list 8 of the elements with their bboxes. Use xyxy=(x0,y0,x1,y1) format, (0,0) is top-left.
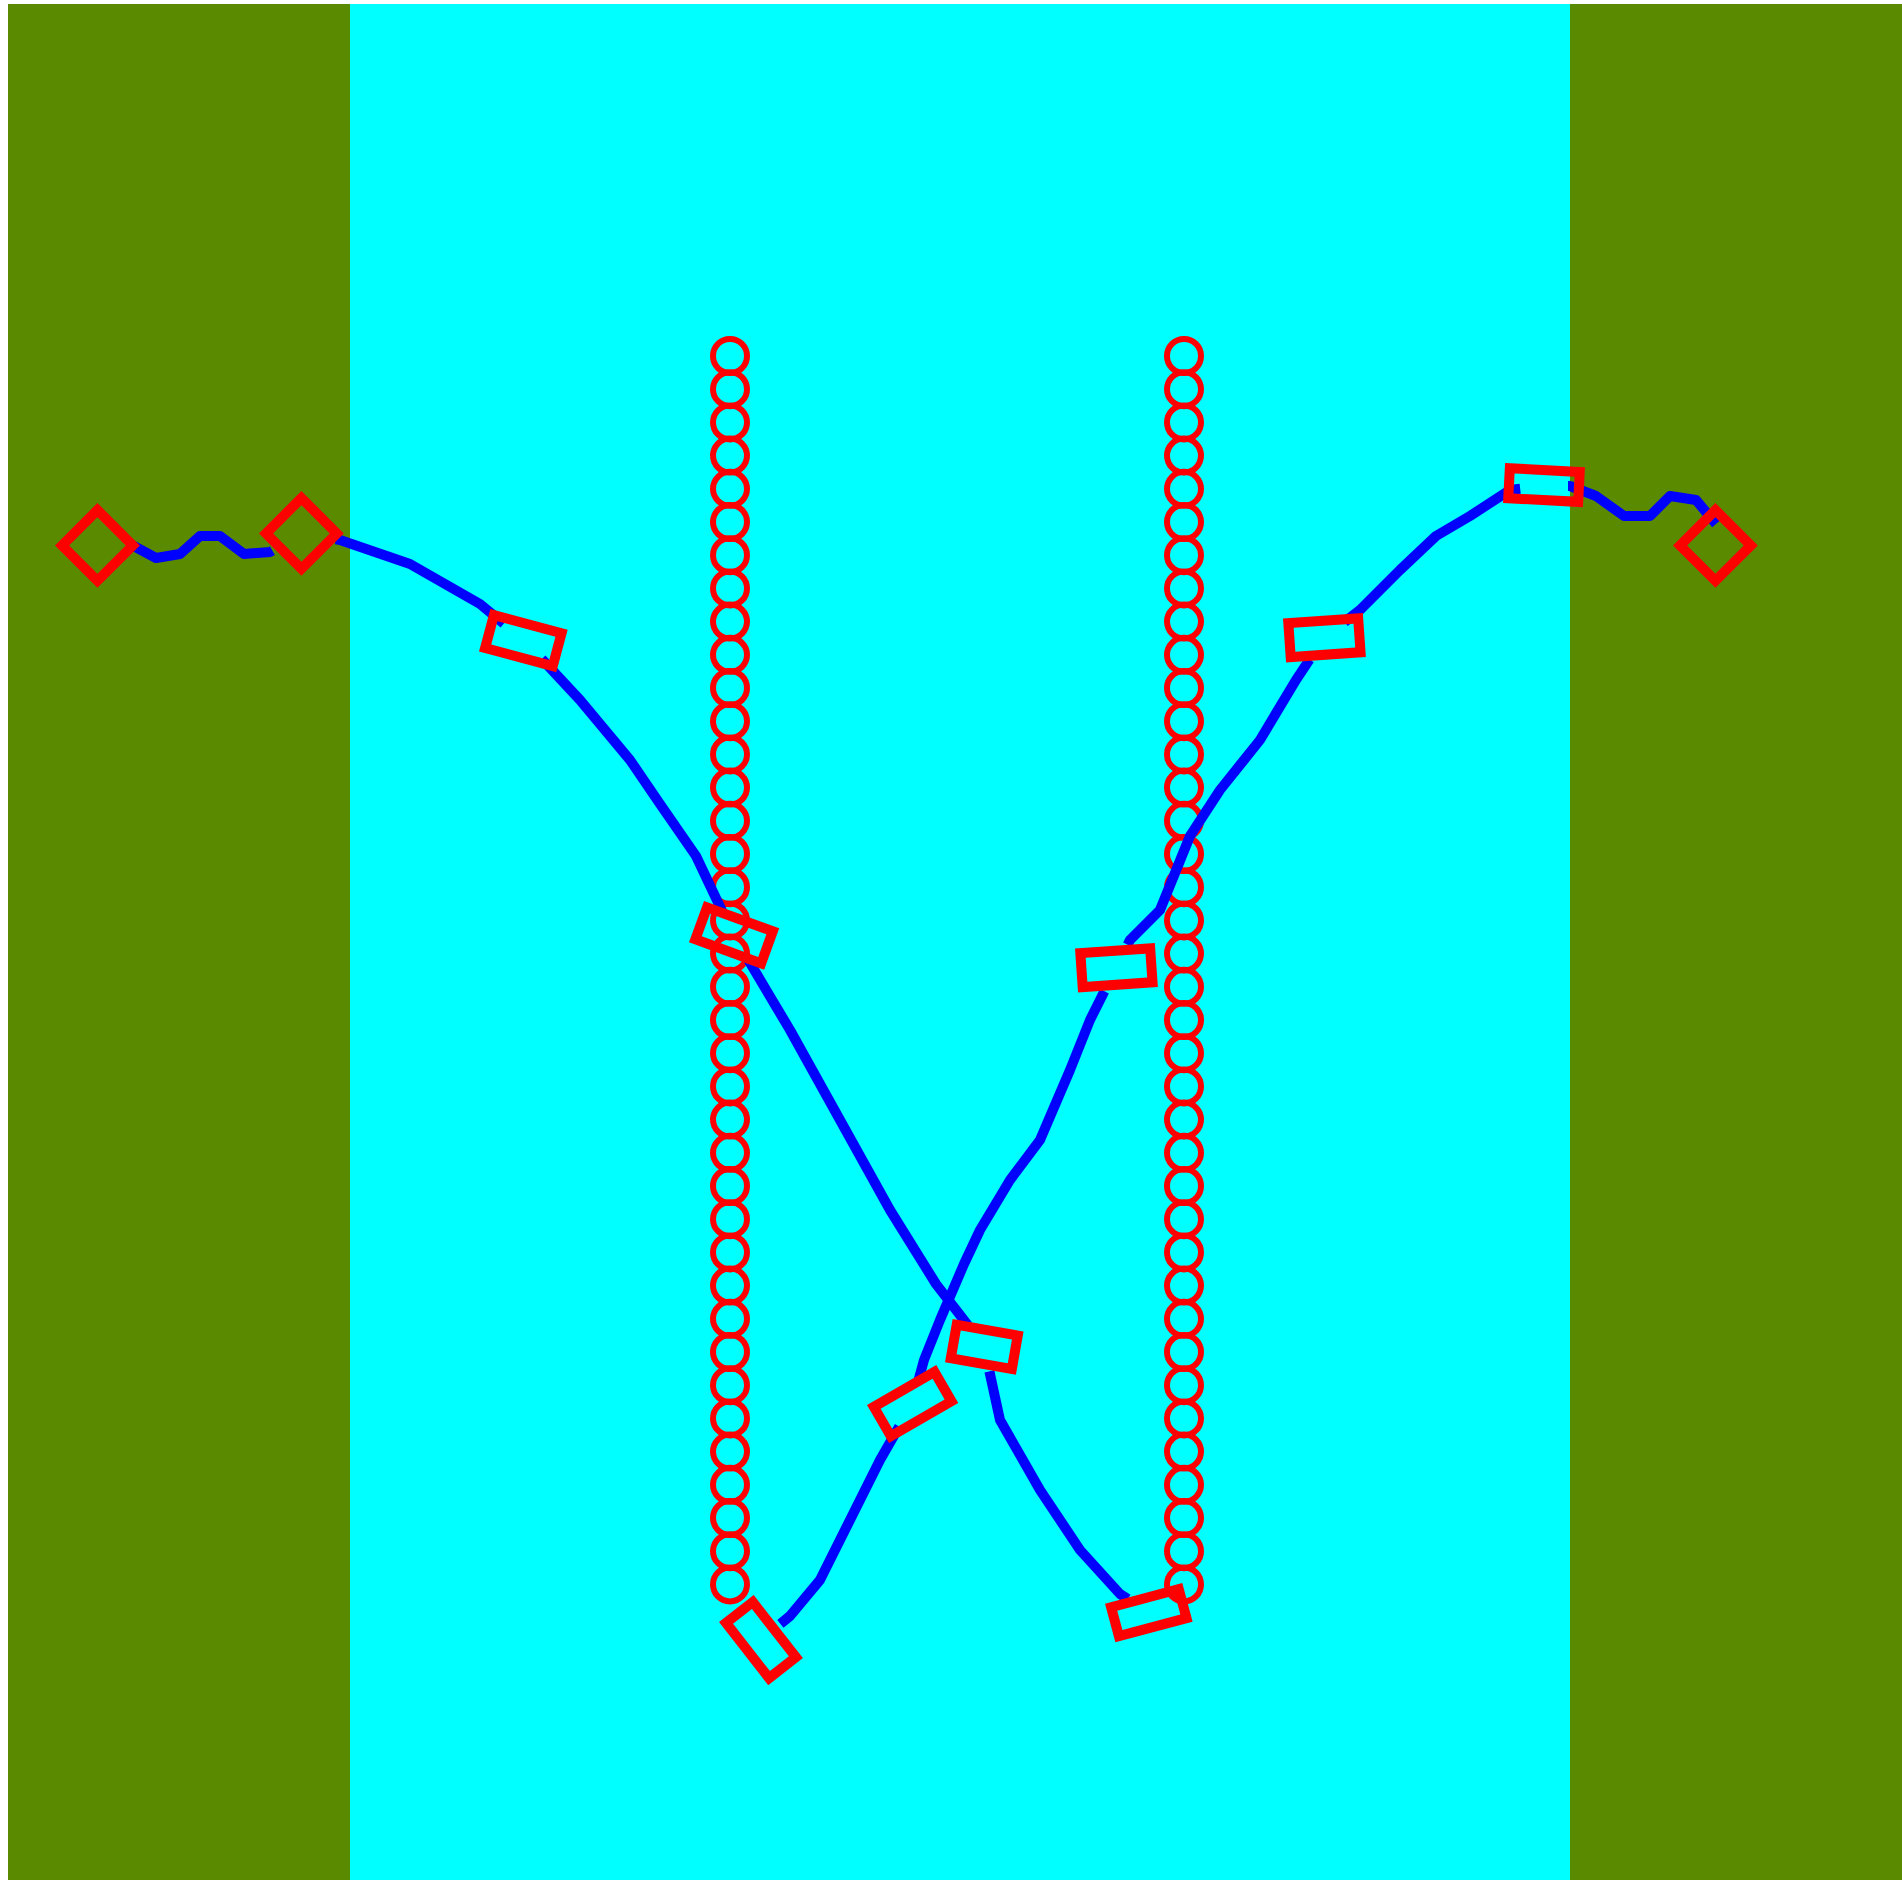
path-line xyxy=(1123,656,1314,948)
path-line xyxy=(1565,481,1721,529)
path-line xyxy=(777,1424,904,1628)
path-line xyxy=(1341,483,1521,626)
path-line xyxy=(913,988,1109,1381)
path-line xyxy=(538,655,728,915)
path-line xyxy=(984,1370,1131,1604)
path-line xyxy=(334,534,507,628)
